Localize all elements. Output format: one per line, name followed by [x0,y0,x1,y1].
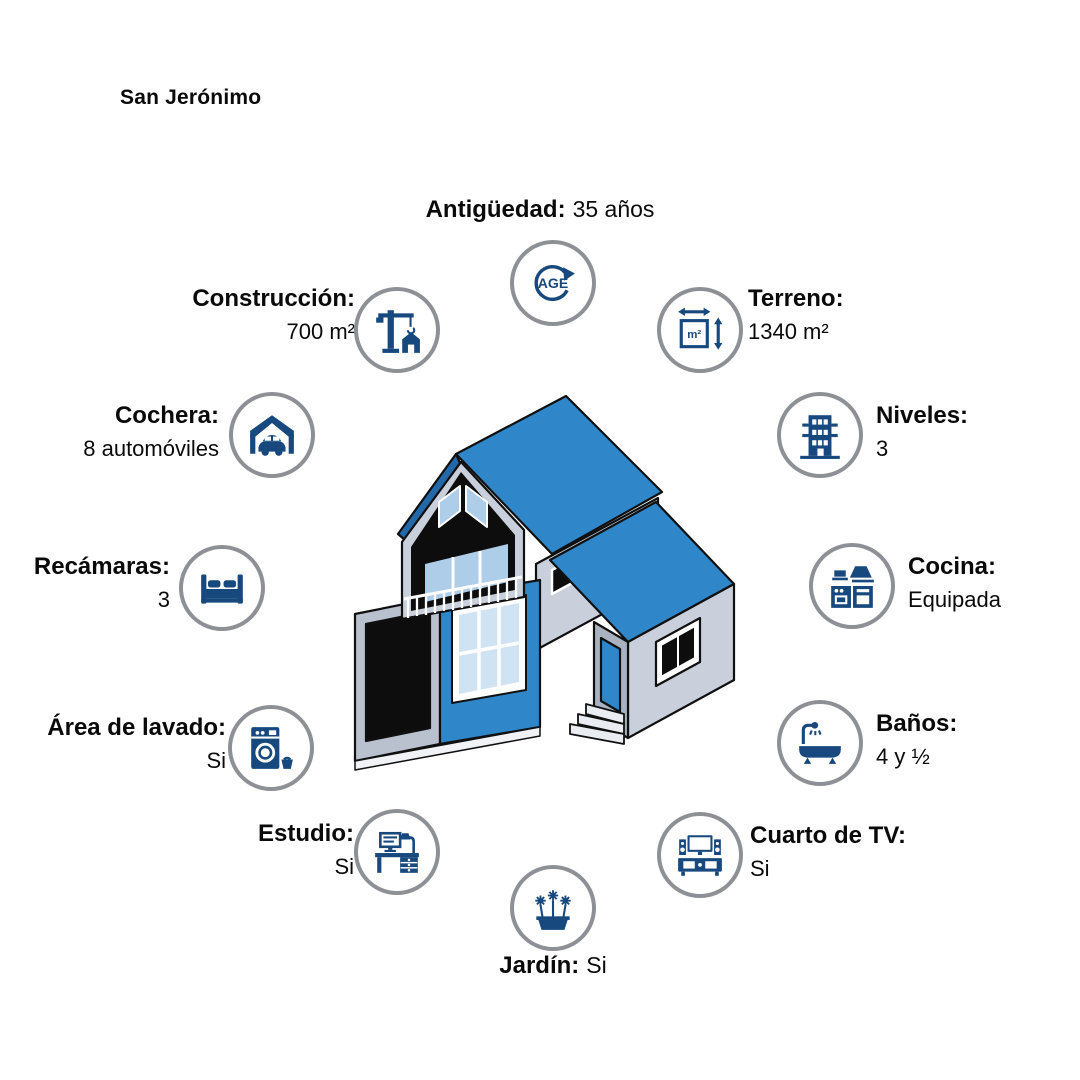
feature-cochera-text: Cochera: 8 automóviles [0,400,219,464]
feature-terreno-circle: m² [657,287,743,373]
feature-recamaras-circle [179,545,265,631]
feature-label: Área de lavado: [47,714,226,741]
bed-icon [201,574,243,604]
laundry-icon [251,727,293,769]
feature-value: Si [334,854,354,879]
svg-text:m²: m² [687,329,701,341]
garden-icon [535,890,571,930]
garage-car-icon [250,415,294,456]
feature-label: Cuarto de TV: [750,822,907,849]
age-icon: AGE [534,265,575,301]
svg-text:AGE: AGE [538,275,568,291]
tv-room-icon [678,835,722,876]
study-desk-icon [375,831,419,873]
feature-label: Baños: [876,710,958,737]
feature-tv-circle [657,812,743,898]
feature-value: Equipada [908,587,1001,612]
feature-banos-text: Baños: 4 y ½ [876,708,1076,772]
house-illustration [353,394,736,771]
feature-label: Cocina: [908,553,997,580]
feature-cocina-circle [809,543,895,629]
feature-value: Si [586,952,607,978]
feature-antiguedad-circle: AGE [510,240,596,326]
feature-recamaras-text: Recámaras: 3 [0,551,170,615]
land-area-icon: m² [678,307,723,350]
feature-estudio-text: Estudio: Si [102,818,354,882]
feature-jardin-circle [510,865,596,951]
feature-lavado-circle [228,705,314,791]
feature-label: Construcción: [192,285,355,312]
feature-niveles-circle [777,392,863,478]
feature-label: Antigüedad: [425,196,566,223]
feature-value: 700 m² [286,319,355,344]
feature-niveles-text: Niveles: 3 [876,400,1076,464]
feature-antiguedad-text: Antigüedad:35 años [290,194,790,225]
feature-value: 3 [157,587,170,612]
feature-value: 8 automóviles [83,436,219,461]
feature-label: Jardín: [499,952,580,979]
feature-jardin-text: Jardín:Si [303,950,803,981]
feature-label: Niveles: [876,402,969,429]
bathtub-icon [799,721,841,764]
feature-construccion-text: Construcción: 700 m² [95,283,355,347]
page-title: San Jerónimo [120,86,262,109]
feature-construccion-circle [354,287,440,373]
feature-label: Estudio: [258,820,354,847]
feature-value: 35 años [572,196,655,222]
feature-label: Cochera: [114,402,219,429]
feature-lavado-text: Área de lavado: Si [0,712,226,776]
feature-banos-circle [777,700,863,786]
crane-icon [376,310,420,353]
feature-label: Terreno: [748,285,844,312]
feature-value: Si [206,748,226,773]
feature-value: 1340 m² [748,319,829,344]
kitchen-icon [831,566,874,608]
feature-value: 3 [876,436,889,461]
feature-value: Si [750,856,770,881]
feature-tv-text: Cuarto de TV: Si [750,820,1010,884]
feature-cochera-circle [229,392,315,478]
feature-cocina-text: Cocina: Equipada [908,551,1080,615]
building-levels-icon [800,415,840,459]
feature-label: Recámaras: [33,553,170,580]
feature-estudio-circle [354,809,440,895]
feature-value: 4 y ½ [876,744,930,769]
feature-terreno-text: Terreno: 1340 m² [748,283,1008,347]
